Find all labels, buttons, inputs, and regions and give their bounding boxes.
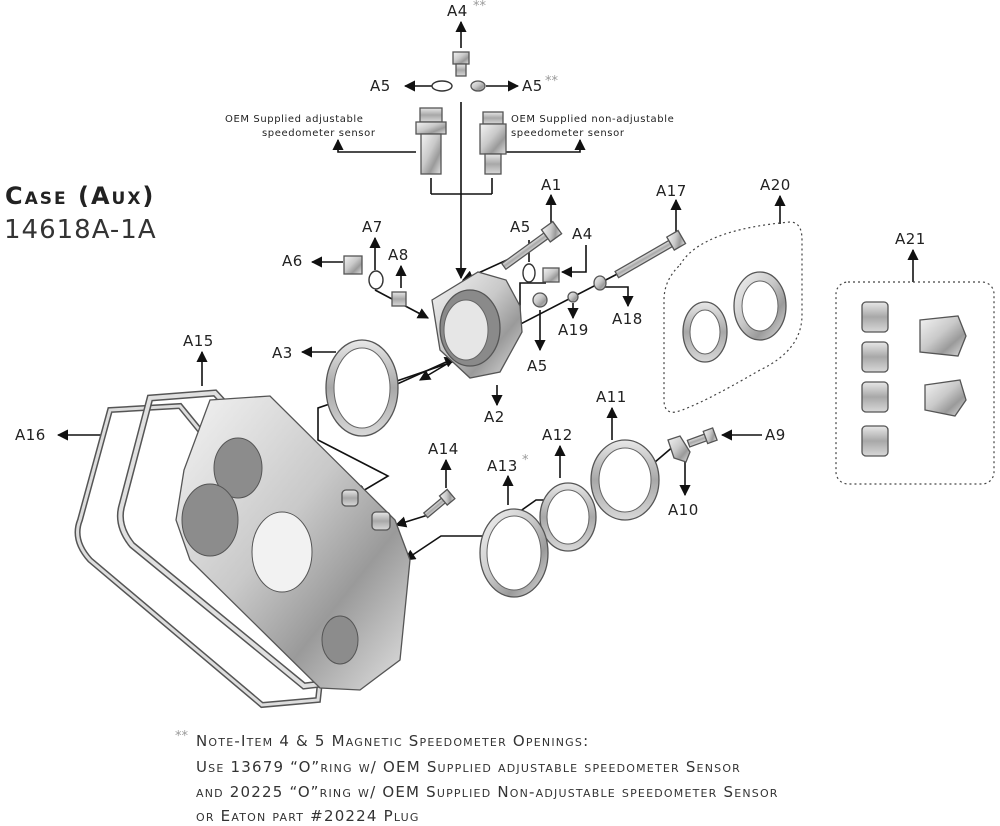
label-a20: A20 (760, 176, 791, 194)
label-a4-top-stars: ** (473, 0, 487, 14)
nonadjustable-sensor-label-line2: speedometer sensor (511, 128, 625, 139)
label-a17: A17 (656, 182, 687, 200)
label-a6: A6 (282, 252, 303, 270)
label-a9: A9 (765, 426, 786, 444)
note-line-1: Note-Item 4 & 5 Magnetic Speedometer Ope… (196, 732, 589, 750)
label-a13-star: * (522, 453, 529, 468)
note-line-2: Use 13679 “O”ring w/ OEM Supplied adjust… (196, 758, 741, 776)
note-line-4: or Eaton part #20224 Plug (196, 807, 420, 825)
part-labels: A4 ** A5 A5 ** OEM Supplied adjustable s… (15, 0, 926, 519)
label-a15: A15 (183, 332, 214, 350)
note-stars: ** (175, 729, 189, 744)
note-line-3: and 20225 “O”ring w/ OEM Supplied Non-ad… (196, 783, 779, 801)
part-drawings (74, 51, 995, 709)
label-a5-low: A5 (527, 357, 548, 375)
label-a5-mid: A5 (510, 218, 531, 236)
label-a12: A12 (542, 426, 573, 444)
adjustable-sensor-label-line2: speedometer sensor (262, 128, 376, 139)
label-a16: A16 (15, 426, 46, 444)
note-block: ** Note-Item 4 & 5 Magnetic Speedometer … (175, 729, 779, 825)
label-a11: A11 (596, 388, 627, 406)
label-a21: A21 (895, 230, 926, 248)
label-a18: A18 (612, 310, 643, 328)
label-a14: A14 (428, 440, 459, 458)
adjustable-sensor-label-line1: OEM Supplied adjustable (225, 114, 364, 125)
part-number: 14618A-1A (4, 215, 157, 245)
label-a5-right: A5 (522, 77, 543, 95)
label-a3: A3 (272, 344, 293, 362)
label-a7: A7 (362, 218, 383, 236)
label-a10: A10 (668, 501, 699, 519)
label-a2: A2 (484, 408, 505, 426)
label-a4-mid: A4 (572, 225, 593, 243)
label-a13: A13 (487, 457, 518, 475)
label-a1: A1 (541, 176, 562, 194)
label-a19: A19 (558, 321, 589, 339)
diagram-title: Case (Aux) (5, 182, 155, 210)
label-a5-right-stars: ** (545, 74, 559, 89)
label-a5-left: A5 (370, 77, 391, 95)
label-a8: A8 (388, 246, 409, 264)
nonadjustable-sensor-label-line1: OEM Supplied non-adjustable (511, 114, 674, 125)
label-a4-top: A4 (447, 2, 468, 20)
